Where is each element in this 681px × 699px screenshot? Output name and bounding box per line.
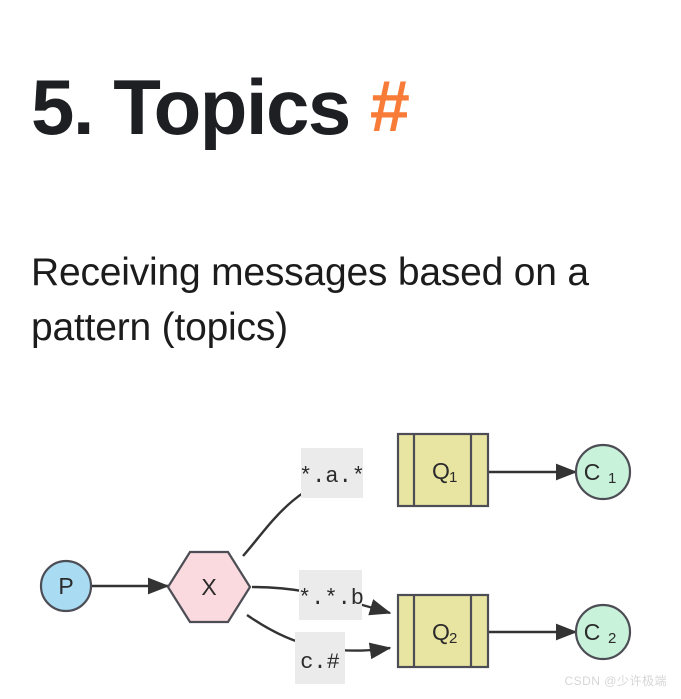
node-consumer-c2-label: C bbox=[584, 619, 601, 645]
node-queue-q1-label: Q bbox=[432, 458, 450, 484]
topic-exchange-diagram: P X Q 1 Q 2 C 1 bbox=[0, 410, 681, 699]
node-exchange-x-label: X bbox=[201, 574, 216, 600]
edge-label-star-star-b: *.*.b bbox=[298, 570, 364, 620]
node-consumer-c2-subscript: 2 bbox=[608, 630, 616, 647]
edge-label-star-star-b-text: *.*.b bbox=[298, 586, 364, 611]
edge-label-c-hash-text: c.# bbox=[300, 650, 340, 675]
node-producer-p-label: P bbox=[58, 573, 73, 599]
page-subtitle: Receiving messages based on a pattern (t… bbox=[31, 251, 589, 350]
csdn-watermark: CSDN @少许极端 bbox=[564, 674, 667, 688]
edge-label-star-a-star-text: *.a.* bbox=[299, 464, 365, 489]
edge-label-star-a-star: *.a.* bbox=[299, 448, 365, 498]
node-queue-q2-label: Q bbox=[432, 619, 450, 645]
node-exchange-x[interactable]: X bbox=[166, 550, 252, 624]
node-queue-q1-subscript: 1 bbox=[449, 469, 457, 486]
node-queue-q1[interactable]: Q 1 bbox=[396, 432, 490, 508]
edge-label-c-hash: c.# bbox=[295, 632, 345, 684]
node-producer-p[interactable]: P bbox=[39, 559, 93, 613]
node-consumer-c1[interactable]: C 1 bbox=[574, 443, 632, 501]
anchor-link-icon[interactable]: # bbox=[369, 67, 410, 148]
node-consumer-c1-label: C bbox=[584, 459, 601, 485]
node-consumer-c1-subscript: 1 bbox=[608, 470, 616, 487]
node-queue-q2[interactable]: Q 2 bbox=[396, 593, 490, 669]
node-queue-q2-subscript: 2 bbox=[449, 630, 457, 647]
page-title-text: 5. Topics bbox=[31, 63, 351, 152]
page-title: 5. Topics# bbox=[31, 57, 651, 157]
node-consumer-c2[interactable]: C 2 bbox=[574, 603, 632, 661]
